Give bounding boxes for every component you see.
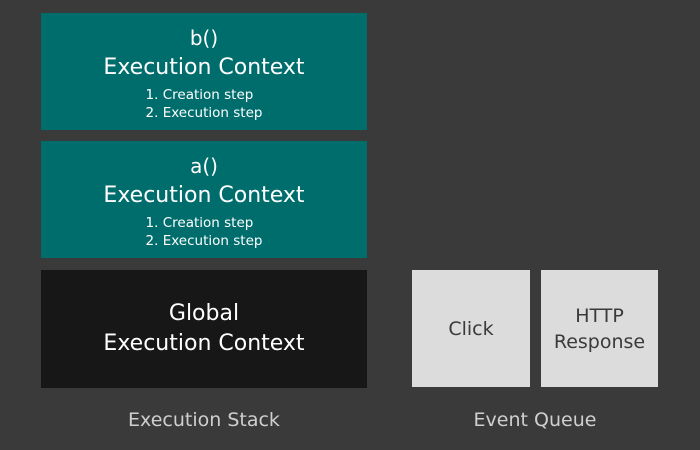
execution-stack-label: Execution Stack [128,409,280,431]
event-box-http-response: HTTP Response [541,270,658,387]
frame-title: Execution Context [103,183,305,208]
frame-title: Execution Context [103,55,305,80]
frame-steps: 1. Creation step 2. Execution step [146,214,263,250]
event-box-click: Click [412,270,530,387]
stack-frame-b: b() Execution Context 1. Creation step 2… [41,13,367,130]
frame-step: 1. Creation step [145,87,254,103]
frame-steps: 1. Creation step 2. Execution step [146,86,263,122]
frame-step: 2. Execution step [145,105,263,121]
stack-frame-a: a() Execution Context 1. Creation step 2… [41,141,367,258]
event-label: HTTP Response [553,304,646,353]
frame-function-name: b() [189,26,219,50]
frame-function-name: a() [190,154,218,178]
event-queue-label: Event Queue [473,409,597,431]
frame-step: 2. Execution step [145,233,263,249]
event-label: Click [448,317,494,340]
global-execution-context-box: Global Execution Context [41,270,367,388]
frame-step: 1. Creation step [145,215,254,231]
global-execution-context-title: Global Execution Context [103,301,305,356]
